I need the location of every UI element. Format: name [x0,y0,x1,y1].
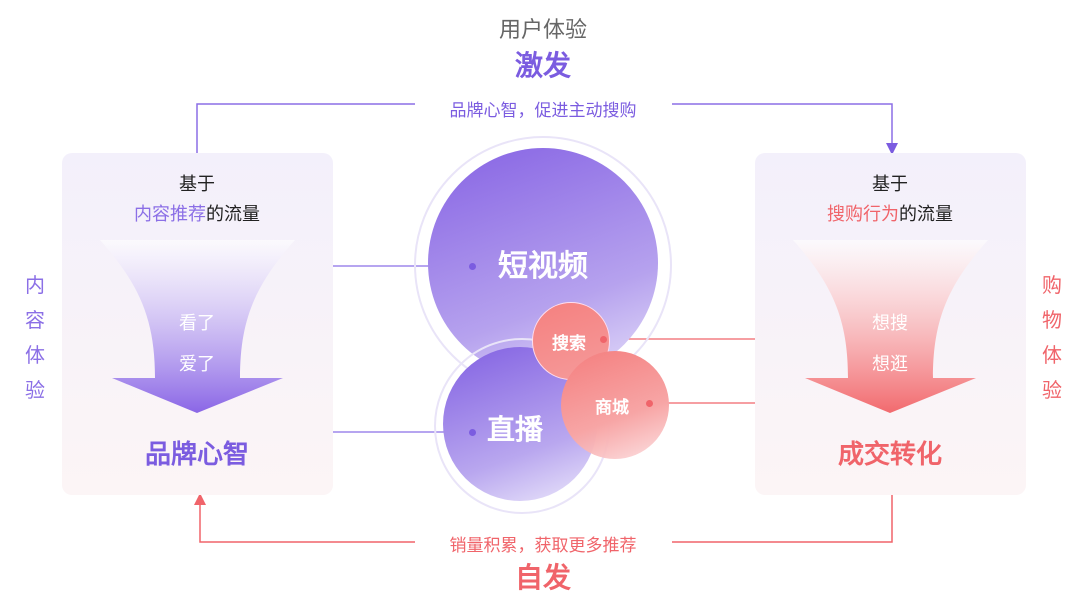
mall-label: 商城 [595,397,629,418]
left-line1: 基于 [179,174,215,195]
side-char: 物 [1042,308,1062,332]
left-side-label: 内容体验 [23,268,47,408]
right-line1: 基于 [872,174,908,195]
bottom-title: 自发 [514,561,572,594]
bottom-arrow-icon [194,493,206,505]
bottom-loop-line [199,495,893,543]
side-char: 购 [1042,273,1062,297]
side-char: 内 [25,273,45,297]
left-result: 品牌心智 [144,440,250,470]
connector-dot [600,336,607,343]
right-line2: 搜购行为的流量 [827,200,953,226]
connector-dot [646,400,653,407]
short-video-label: 短视频 [498,249,588,284]
bottom-loop-label: 销量积累，获取更多推荐 [449,536,637,556]
top-loop-line [196,103,893,153]
search-label: 搜索 [552,333,586,354]
left-line2: 内容推荐的流量 [134,200,260,226]
side-char: 容 [25,308,45,332]
left-suffix: 的流量 [206,204,260,225]
left-highlight: 内容推荐 [134,204,206,225]
top-loop-label: 品牌心智，促进主动搜购 [449,101,637,121]
side-char: 验 [25,378,45,402]
connector-dot [469,429,476,436]
right-step-2: 想逛 [872,354,908,375]
left-step-2: 爱了 [179,354,215,375]
right-side-label: 购物体验 [1040,268,1064,408]
header-subtitle: 用户体验 [498,18,588,43]
side-char: 验 [1042,378,1062,402]
right-step-1: 想搜 [872,313,908,334]
right-suffix: 的流量 [899,204,953,225]
left-step-1: 看了 [179,313,215,334]
connector-dot [469,263,476,270]
side-char: 体 [1042,343,1062,367]
top-arrow-icon [886,143,898,155]
right-highlight: 搜购行为 [827,204,899,225]
side-char: 体 [25,343,45,367]
live-label: 直播 [486,413,543,446]
header-title: 激发 [514,49,572,82]
right-result: 成交转化 [837,440,943,470]
mall-circle: 商城 [561,351,669,459]
